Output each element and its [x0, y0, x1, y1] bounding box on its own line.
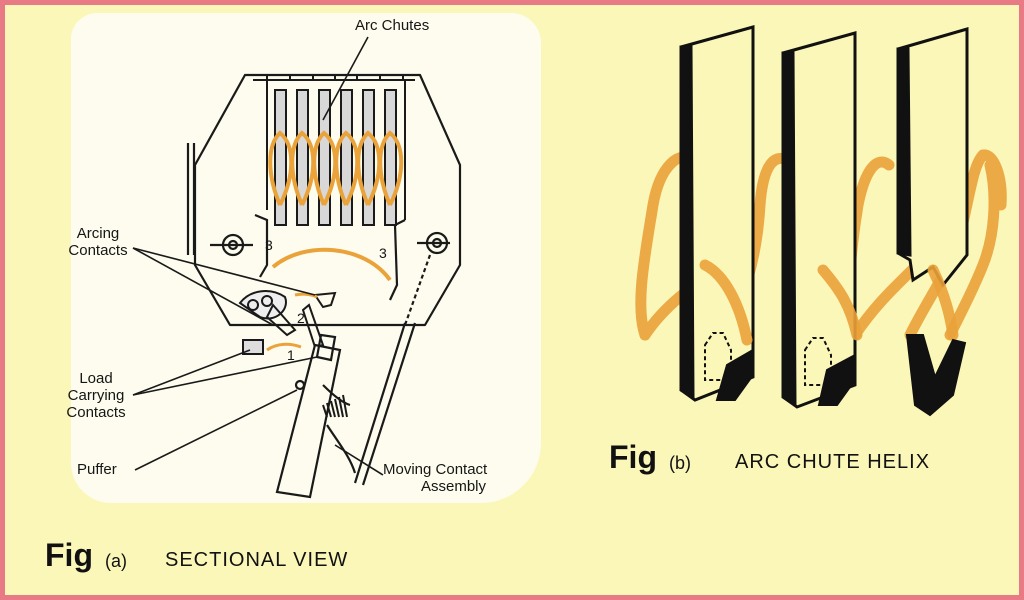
marker-3-right: 3 — [379, 245, 387, 261]
label-arc-chutes: Arc Chutes — [355, 17, 430, 34]
label-arcing-contacts: Arcing Contacts — [53, 225, 143, 259]
marker-2: 2 — [297, 310, 305, 326]
leader-lines — [132, 36, 384, 476]
figure-b-arc-chute-helix — [635, 25, 1007, 417]
arc-loops — [268, 130, 404, 206]
moving-contact-assembly — [275, 322, 417, 499]
label-arcing-line1: Arcing — [76, 225, 120, 242]
label-moving-contact-assembly: Moving Contact Assembly — [383, 461, 487, 495]
label-moving-line1: Moving Contact — [383, 461, 488, 478]
caption-b-fig: Fig — [609, 439, 657, 475]
chute-plate-3 — [896, 27, 969, 288]
arc-runners — [210, 213, 450, 326]
label-puffer: Puffer — [77, 461, 117, 478]
caption-a-title: SECTIONAL VIEW — [165, 549, 349, 571]
label-arcing-line2: Contacts — [68, 242, 128, 259]
breaker-housing — [186, 73, 462, 327]
label-load-line1: Load — [79, 370, 113, 387]
label-load-line2: Carrying — [67, 387, 125, 404]
chute-plate-2 — [781, 31, 857, 409]
label-load-carrying-contacts: Load Carrying Contacts — [57, 370, 135, 421]
marker-1: 1 — [287, 347, 295, 363]
runner-plate-1 — [704, 332, 754, 401]
figure-a-sectional-view — [132, 36, 462, 499]
main-arc — [271, 247, 392, 282]
label-load-line3: Contacts — [66, 404, 126, 421]
label-moving-line2: Assembly — [421, 478, 487, 495]
runner-plate-2 — [804, 337, 856, 406]
chute-plate-1 — [679, 25, 755, 402]
caption-a-fig: Fig — [45, 537, 93, 573]
helix-loops-front — [699, 259, 959, 346]
marker-3-left: 3 — [265, 237, 273, 253]
caption-b-letter: (b) — [669, 453, 691, 473]
arc-chute-plates — [253, 75, 415, 226]
caption-a-letter: (a) — [105, 551, 127, 571]
caption-b-title: ARC CHUTE HELIX — [735, 451, 931, 473]
runner-plate-3 — [905, 334, 967, 417]
arcing-contacts — [238, 290, 337, 349]
